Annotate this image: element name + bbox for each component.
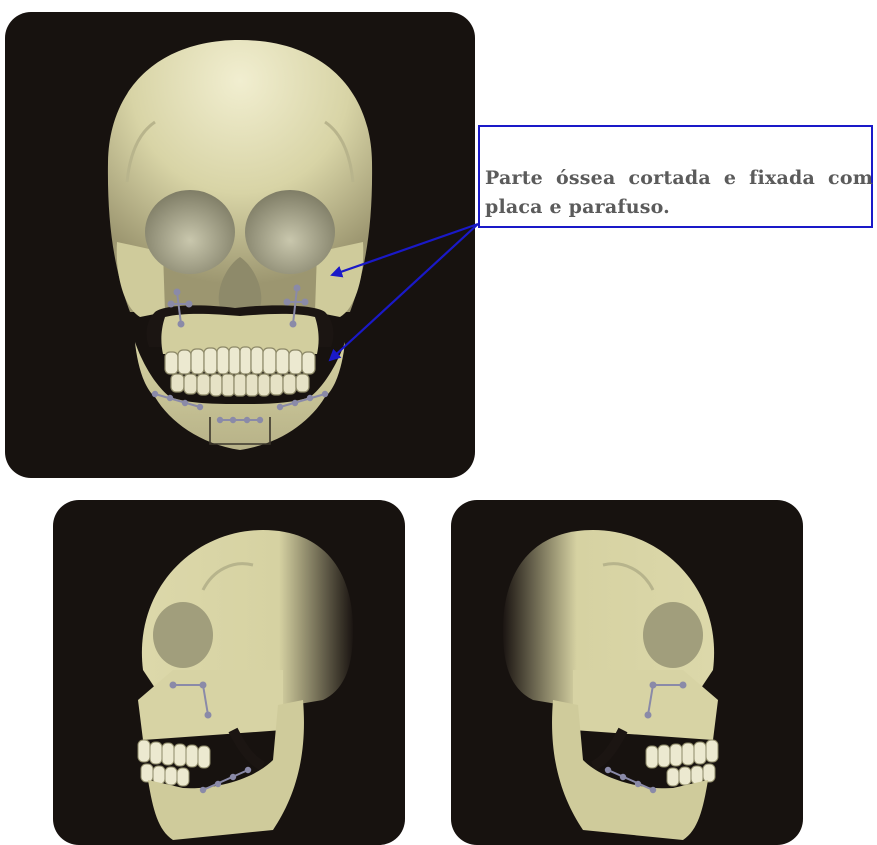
lateral-left-skull-panel [53,500,405,845]
osteotomy-gap [593,730,623,766]
lateral-right-skull-panel [451,500,803,845]
lateral-right-skull-illustration [451,500,803,845]
lower-teeth [171,374,309,396]
right-orbit [245,190,335,274]
frontal-skull-panel [5,12,475,478]
upper-teeth [165,347,315,374]
teeth [138,740,210,786]
left-orbit [145,190,235,274]
osteotomy-gap [233,730,263,766]
maxilla [161,314,318,354]
lateral-left-skull-illustration [53,500,405,845]
frontal-skull-illustration [5,12,475,478]
orbit [153,602,213,668]
teeth [646,740,718,786]
orbit [643,602,703,668]
callout-label: Parte óssea cortada e fixada com placa e… [485,164,873,222]
